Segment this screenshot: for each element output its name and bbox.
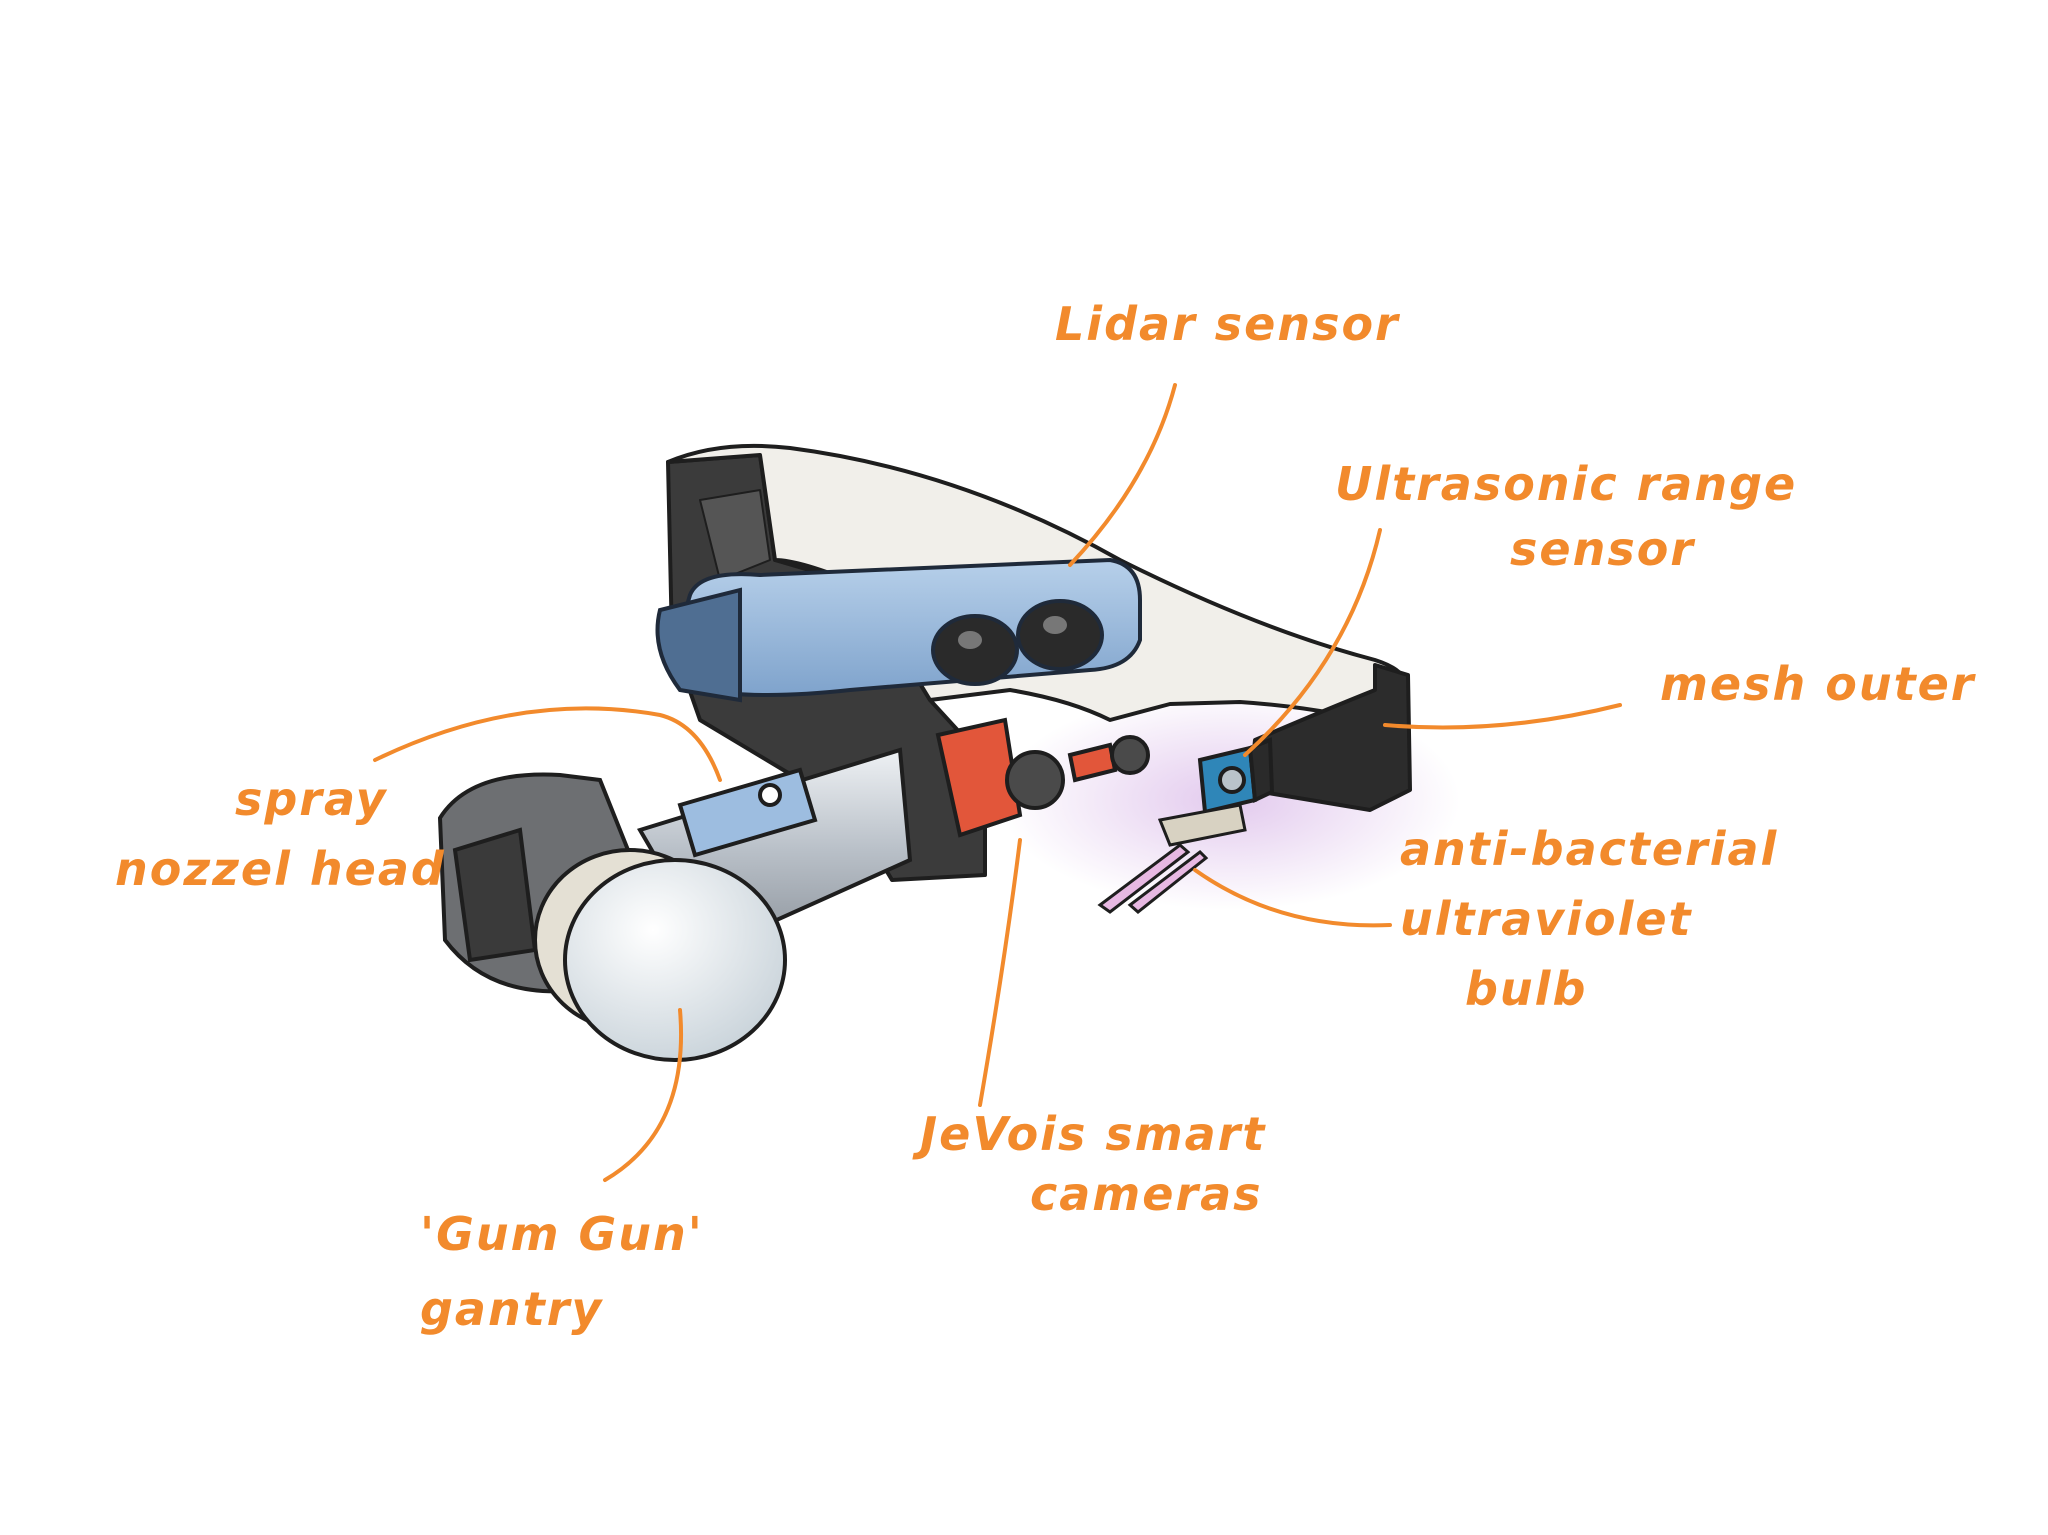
label-lidar: Lidar sensor	[1055, 297, 1401, 351]
label-gum-line1: 'Gum Gun'	[420, 1207, 704, 1261]
label-spray-line1: spray	[235, 772, 388, 826]
leader-mesh	[1385, 705, 1620, 728]
label-jevois-line2: cameras	[1030, 1167, 1263, 1221]
label-mesh: mesh outer	[1660, 657, 1977, 711]
label-jevois-line1: JeVois smart	[912, 1107, 1266, 1161]
label-ultrasonic-line1: Ultrasonic range	[1335, 457, 1797, 511]
leader-jevois	[980, 840, 1020, 1105]
label-uv-line2: ultraviolet	[1400, 892, 1693, 946]
leader-lidar	[1070, 385, 1175, 565]
label-ultrasonic-line2: sensor	[1510, 522, 1696, 576]
label-uv-line1: anti-bacterial	[1400, 822, 1778, 876]
label-spray-line2: nozzel head	[115, 842, 446, 896]
label-uv-line3: bulb	[1465, 962, 1587, 1016]
leader-spray	[375, 708, 720, 780]
label-gum-line2: gantry	[420, 1282, 603, 1336]
